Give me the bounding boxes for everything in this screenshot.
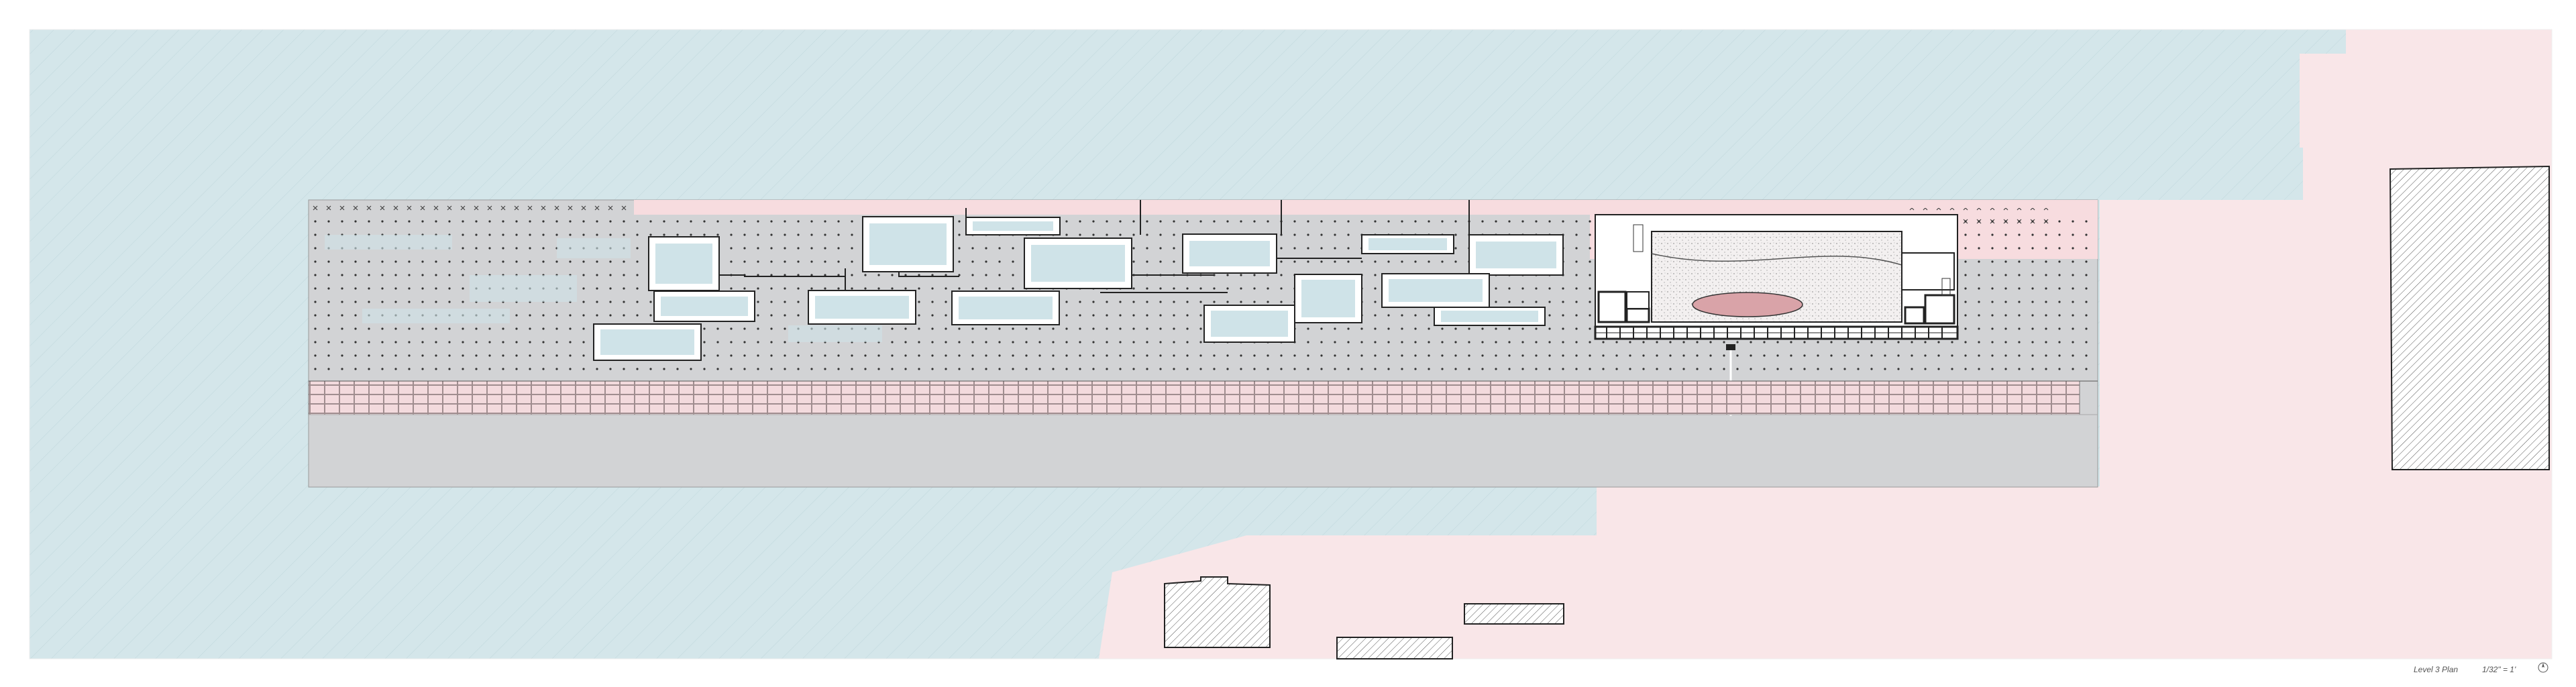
hall-curve — [1651, 253, 1902, 266]
adjacent-building-south-2 — [1336, 637, 1453, 659]
pier-top-strip — [634, 200, 1590, 215]
adjacent-building-south-1 — [1164, 576, 1271, 648]
ghost-pool — [325, 235, 452, 250]
connector-walls — [719, 200, 1470, 293]
ghost-pool — [557, 238, 631, 258]
central-oval — [1692, 292, 1803, 317]
ghost-pool — [470, 275, 577, 302]
sheet-title: Level 3 Plan — [2414, 665, 2459, 674]
ghost-pool — [362, 309, 510, 323]
adjacent-building-east — [2389, 165, 2550, 470]
adjacent-building-south-3 — [1464, 603, 1564, 625]
column-cross-row — [309, 200, 631, 216]
north-arrow-icon — [2538, 662, 2548, 673]
tiled-promenade — [308, 380, 2080, 415]
pool-water — [600, 221, 1556, 355]
ghost-pool — [788, 325, 882, 342]
sheet-border — [29, 29, 2553, 659]
entry-box — [1726, 344, 1735, 350]
main-building — [1594, 214, 1959, 340]
sheet-scale: 1/32" = 1' — [2482, 665, 2516, 674]
wall-ticks — [1606, 327, 1943, 339]
